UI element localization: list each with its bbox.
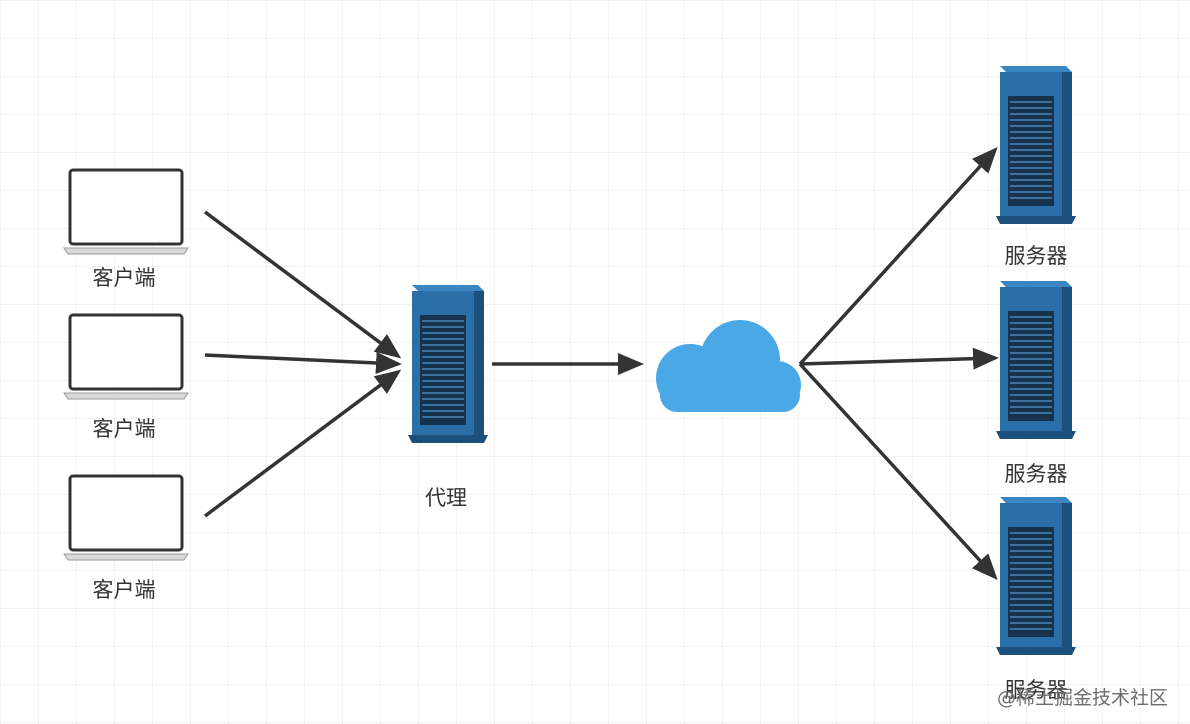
client-label: 客户端 — [92, 417, 156, 441]
client-laptop-icon — [62, 168, 190, 256]
arrow-cloud-to-server — [799, 347, 999, 370]
proxy-server-icon — [407, 284, 489, 444]
cloud-icon — [656, 320, 801, 412]
watermark: @稀土掘金技术社区 — [996, 687, 1168, 709]
proxy-label: 代理 — [425, 486, 467, 510]
client-label: 客户端 — [92, 266, 156, 290]
arrow-client-to-proxy — [204, 351, 402, 374]
server-icon — [995, 280, 1077, 440]
arrow-cloud-to-server — [798, 147, 998, 366]
client-label: 客户端 — [92, 578, 156, 602]
server-label: 服务器 — [1004, 244, 1068, 268]
arrow-cloud-to-server — [798, 362, 998, 580]
arrow-client-to-proxy — [203, 369, 402, 518]
arrow-client-to-proxy — [203, 210, 402, 359]
server-icon — [995, 65, 1077, 225]
server-icon — [995, 496, 1077, 656]
server-label: 服务器 — [1004, 462, 1068, 486]
client-laptop-icon — [62, 474, 190, 562]
server-label: 服务器 — [1004, 678, 1068, 702]
client-laptop-icon — [62, 313, 190, 401]
